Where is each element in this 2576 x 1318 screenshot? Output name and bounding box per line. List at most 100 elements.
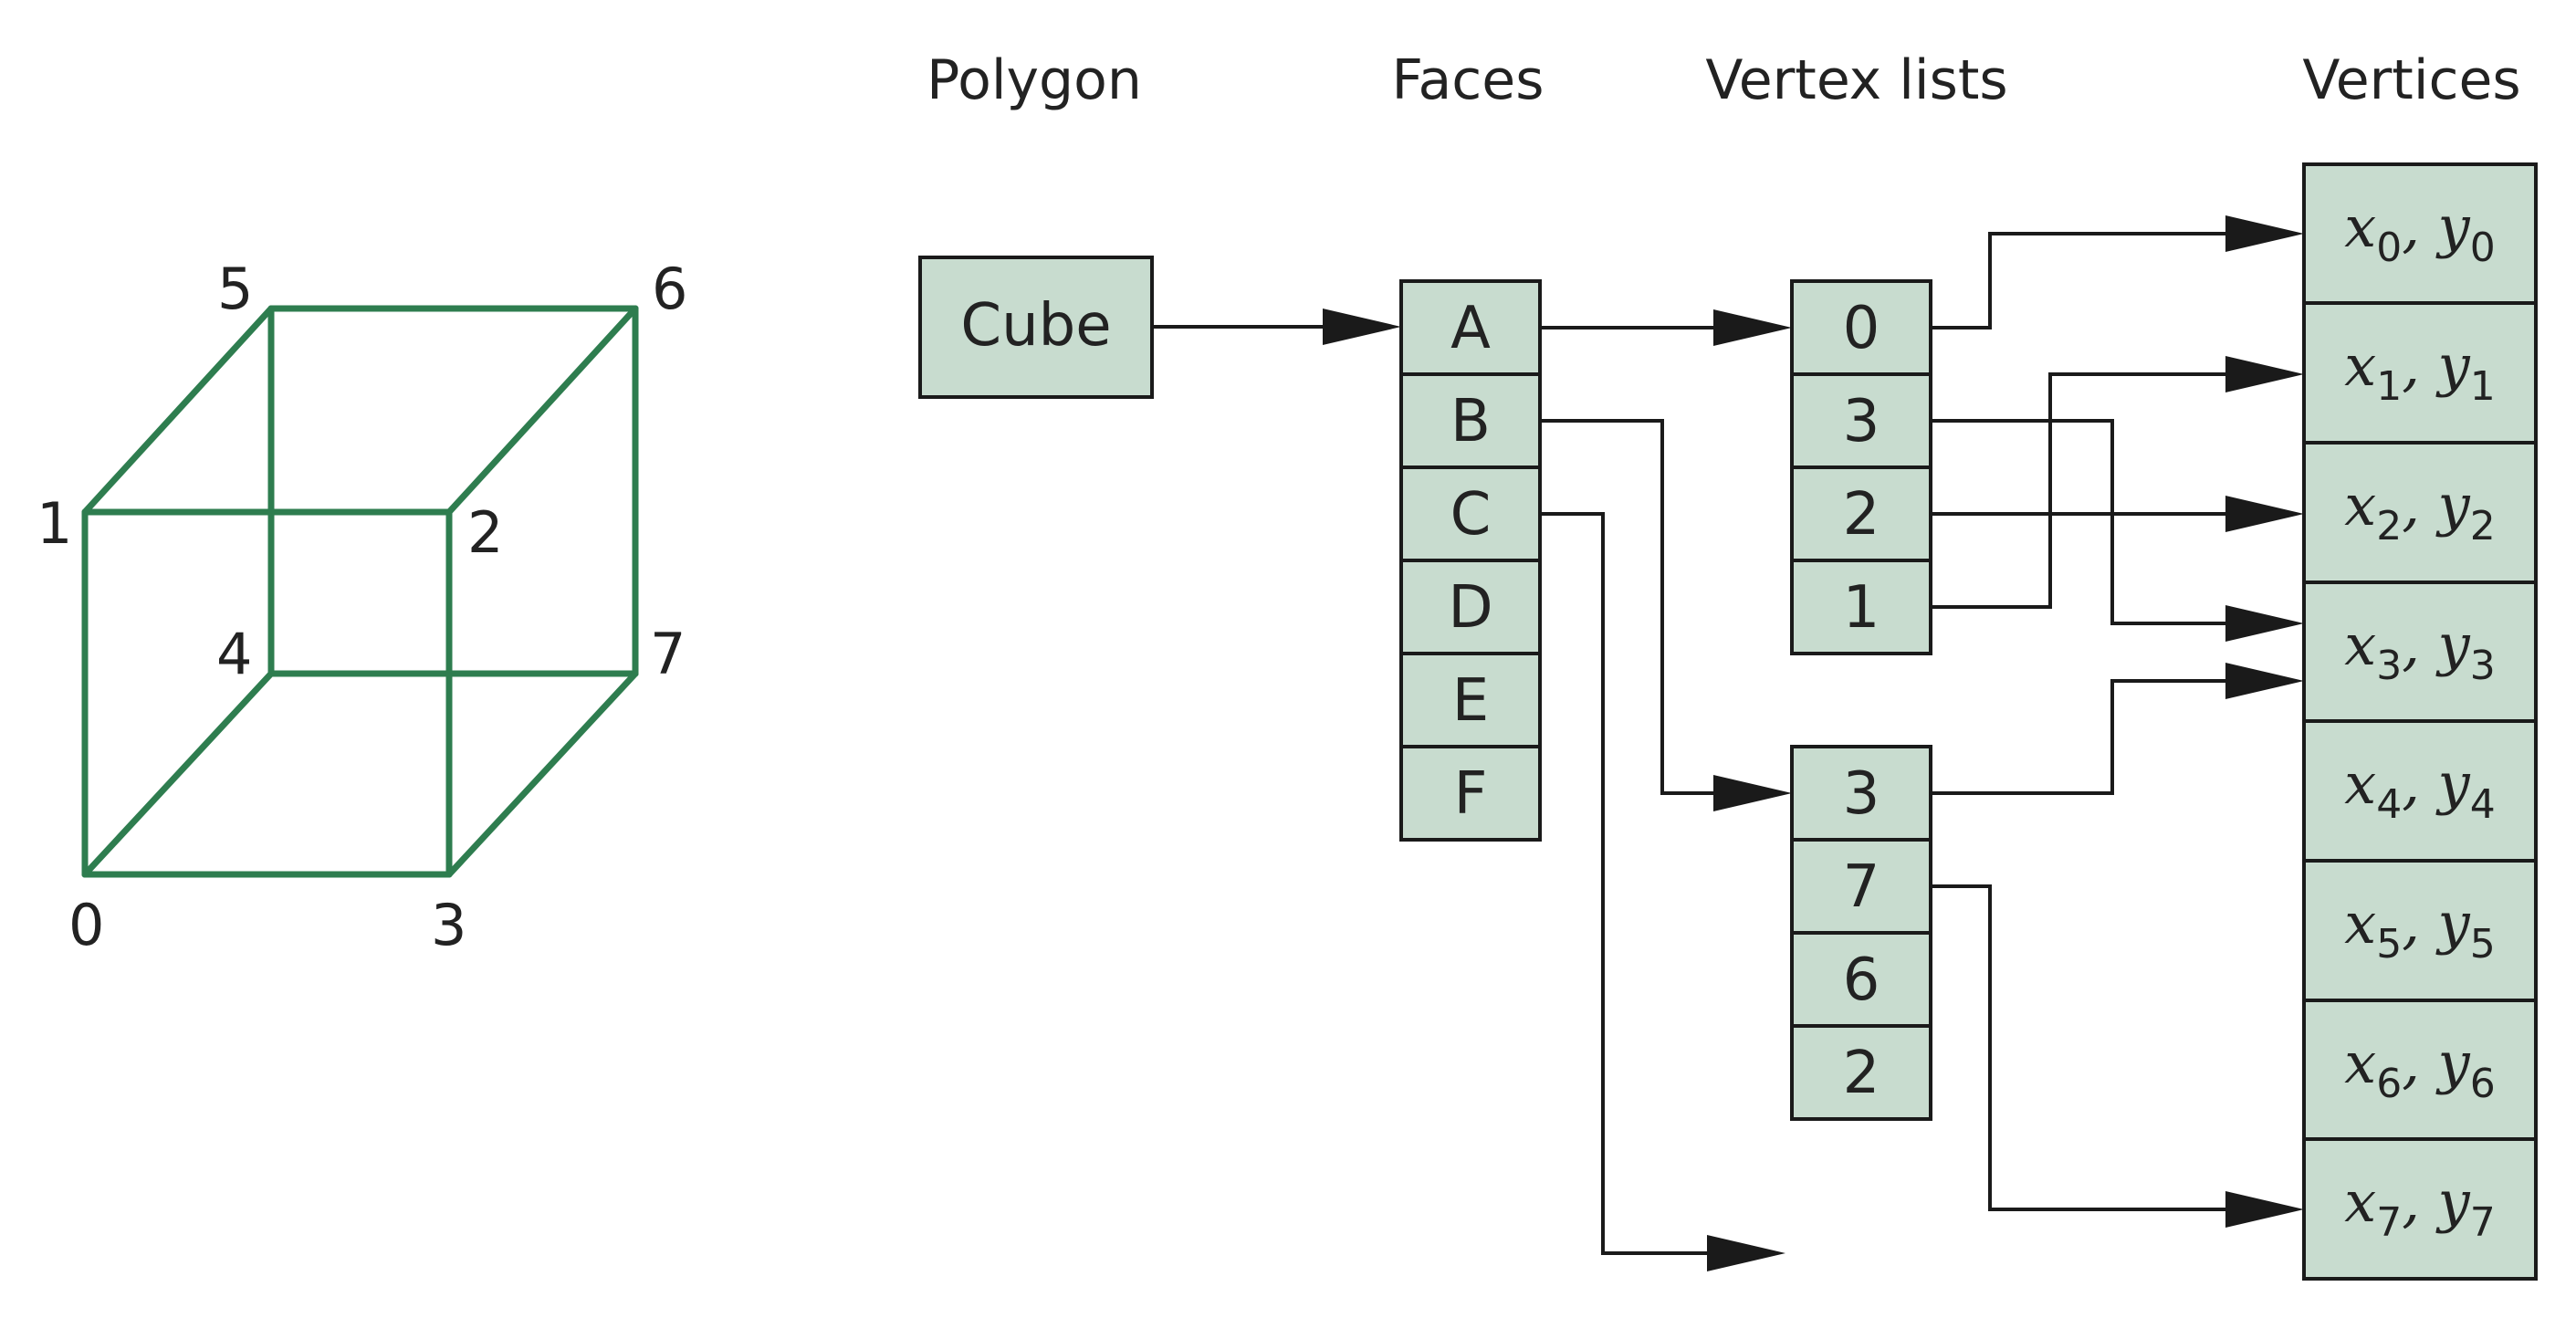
- vertex-list-1-value-2: 2: [1843, 481, 1880, 549]
- vertex-coord-5-y: y: [2435, 890, 2471, 957]
- vertex-coord-2-y: y: [2435, 472, 2471, 539]
- vertex-coord-5-xsub: 5: [2376, 921, 2402, 968]
- vertex-coord-2: x2, y2: [2344, 472, 2495, 549]
- face-cell-e: [1399, 652, 1542, 748]
- cube-vertex-label-2: 2: [467, 499, 503, 566]
- face-cell-f: [1399, 745, 1542, 842]
- vertex-coord-1-sep: ,: [2402, 332, 2437, 399]
- arrowhead-face-a-to-list-1: [1713, 309, 1792, 346]
- arrowhead-face-c-to-next-list: [1707, 1235, 1785, 1271]
- vertex-coord-2-sep: ,: [2402, 472, 2437, 539]
- vertex-coord-3-sep: ,: [2402, 612, 2437, 678]
- vertices-column: x0, y0 x1, y1 x2, y2 x3, y3 x4, y4 x5, y…: [2302, 162, 2538, 1281]
- vertex-coord-7-ysub: 7: [2470, 1199, 2496, 1246]
- vertex-coord-7-y: y: [2435, 1168, 2471, 1235]
- arrowhead-list-1-3-to-vertex-1: [2225, 356, 2304, 392]
- cube-vertex-label-0: 0: [68, 892, 104, 958]
- cube-edge-3-7: [445, 670, 639, 878]
- vertex-coord-0-xsub: 0: [2376, 225, 2402, 271]
- vertex-coord-6-y: y: [2435, 1030, 2471, 1096]
- vertex-coord-5-x: x: [2344, 890, 2376, 957]
- vertex-coord-4-x: x: [2344, 750, 2376, 817]
- connectors: [1152, 215, 2304, 1271]
- arrowhead-list-2-0-to-vertex-3: [2225, 663, 2304, 699]
- connector-list-1-0-to-vertex-0: [1931, 232, 2231, 330]
- connector-list-1-1-to-vertex-3: [1931, 419, 2231, 625]
- vertex-coord-0-ysub: 0: [2470, 225, 2496, 271]
- arrowhead-face-b-to-list-2: [1713, 775, 1792, 811]
- vertex-coord-6-xsub: 6: [2376, 1061, 2402, 1107]
- vertex-list-2-cell-3: [1790, 1024, 1932, 1121]
- heading-vertices: Vertices: [2302, 48, 2520, 112]
- vertex-coord-6: x6, y6: [2344, 1030, 2495, 1107]
- vertex-cell-7: [2302, 1137, 2538, 1281]
- vertex-list-1-value-0: 0: [1843, 295, 1880, 362]
- vertex-coord-7-sep: ,: [2402, 1168, 2437, 1235]
- heading-vertex-lists: Vertex lists: [1705, 48, 2007, 112]
- vertex-coord-7-xsub: 7: [2376, 1199, 2402, 1246]
- heading-polygon: Polygon: [927, 48, 1142, 112]
- vertex-coord-3: x3, y3: [2344, 612, 2495, 689]
- arrowhead-list-1-0-to-vertex-0: [2225, 215, 2304, 252]
- face-label-f: F: [1454, 760, 1488, 828]
- vertex-coord-6-sep: ,: [2402, 1030, 2437, 1096]
- cube-vertex-label-1: 1: [37, 490, 72, 557]
- connector-face-c-to-next-list: [1540, 512, 1712, 1255]
- vertex-list-2: 3 7 6 2: [1790, 745, 1932, 1121]
- vertex-coord-3-ysub: 3: [2470, 643, 2496, 689]
- connector-list-2-1-to-vertex-7: [1931, 884, 2231, 1211]
- vertex-coord-0-x: x: [2344, 194, 2376, 260]
- vertex-coord-3-x: x: [2344, 612, 2376, 678]
- connector-list-2-0-to-vertex-3: [1931, 679, 2231, 795]
- arrowhead-list-1-2-to-vertex-2: [2225, 496, 2304, 532]
- polygon-box: Cube: [918, 256, 1154, 399]
- vertex-list-2-value-0: 3: [1843, 760, 1880, 828]
- vertex-coord-4-xsub: 4: [2376, 781, 2402, 828]
- vertex-coord-0-sep: ,: [2402, 194, 2437, 260]
- vertex-list-1-cell-3: [1790, 559, 1932, 655]
- vertex-coord-4: x4, y4: [2344, 750, 2495, 828]
- vertex-coord-1-xsub: 1: [2376, 363, 2402, 410]
- polygon-box-label: Cube: [960, 292, 1111, 360]
- cube-vertex-label-5: 5: [217, 256, 253, 322]
- vertex-coord-4-ysub: 4: [2470, 781, 2496, 828]
- vertex-cell-0: [2302, 162, 2538, 305]
- vertex-coord-6-x: x: [2344, 1030, 2376, 1096]
- vertex-coord-5-ysub: 5: [2470, 921, 2496, 968]
- vertex-list-2-value-3: 2: [1843, 1040, 1880, 1107]
- vertex-coord-4-sep: ,: [2402, 750, 2437, 817]
- vertex-list-2-value-1: 7: [1843, 853, 1880, 921]
- vertex-cell-3: [2302, 581, 2538, 723]
- heading-faces: Faces: [1392, 48, 1545, 112]
- vertex-cell-1: [2302, 301, 2538, 445]
- vertex-list-1-cell-0: [1790, 279, 1932, 376]
- vertex-coord-1: x1, y1: [2344, 332, 2495, 410]
- vertex-coord-4-y: y: [2435, 750, 2471, 817]
- connector-list-1-3-to-vertex-1: [1931, 372, 2231, 609]
- face-label-d: D: [1448, 574, 1492, 642]
- cube-wireframe: 0 1 2 3 4 5 6 7: [37, 256, 687, 958]
- face-label-e: E: [1452, 667, 1489, 735]
- vertex-list-2-cell-2: [1790, 931, 1932, 1028]
- vertex-coord-5-sep: ,: [2402, 890, 2437, 957]
- vertex-coord-2-ysub: 2: [2470, 503, 2496, 549]
- face-label-a: A: [1450, 295, 1491, 362]
- arrowhead-list-1-1-to-vertex-3: [2225, 605, 2304, 642]
- cube-vertex-label-6: 6: [652, 256, 687, 322]
- polygon-box-rect: [918, 256, 1154, 399]
- face-label-b: B: [1450, 388, 1491, 455]
- vertex-coord-1-ysub: 1: [2470, 363, 2496, 410]
- faces-column: A B C D E F: [1399, 279, 1542, 842]
- face-label-c: C: [1450, 481, 1492, 549]
- vertex-coord-6-ysub: 6: [2470, 1061, 2496, 1107]
- connector-face-b-to-list-2: [1540, 419, 1719, 795]
- arrowhead-list-2-1-to-vertex-7: [2225, 1191, 2304, 1228]
- cube-edge-1-5: [81, 305, 275, 516]
- vertex-coord-3-y: y: [2435, 612, 2471, 678]
- column-headings: Polygon Faces Vertex lists Vertices: [927, 48, 2521, 112]
- vertex-coord-0-y: y: [2435, 194, 2471, 260]
- vertex-list-2-value-2: 6: [1843, 947, 1880, 1014]
- vertex-cell-2: [2302, 441, 2538, 584]
- vertex-cell-4: [2302, 719, 2538, 863]
